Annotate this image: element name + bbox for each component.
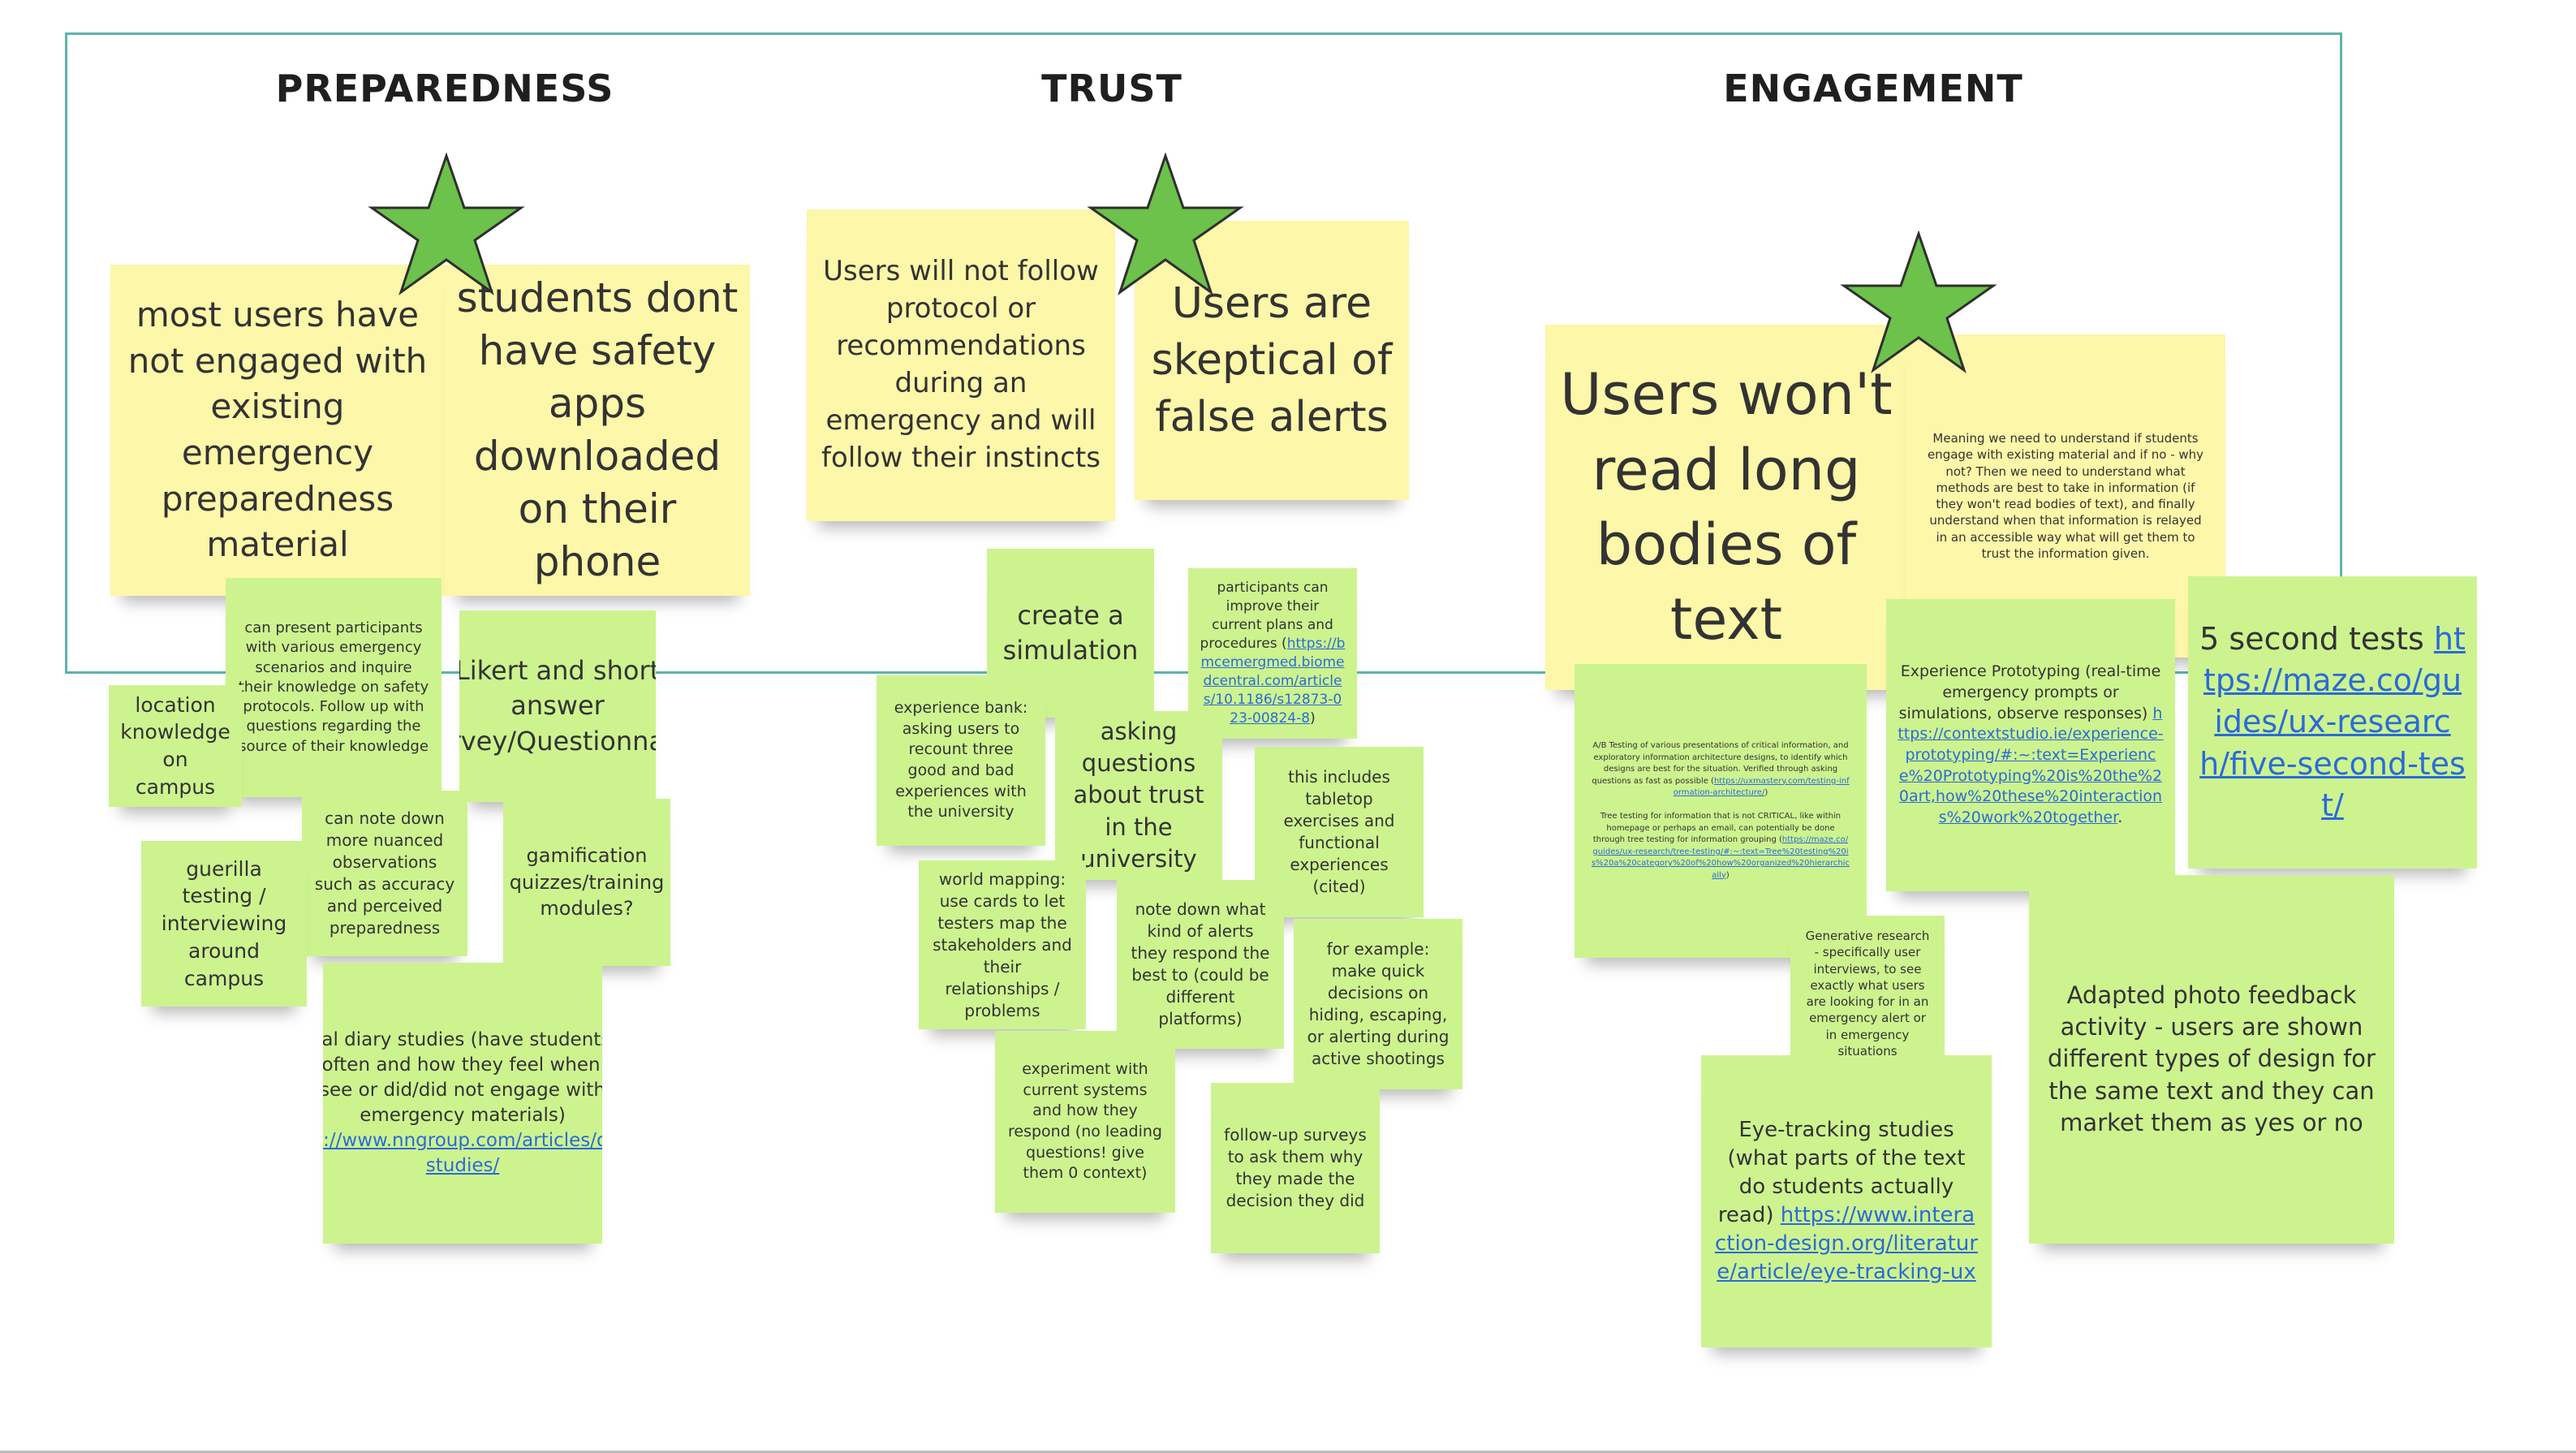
sticky-note-scenarios[interactable]: can present participants with various em…: [226, 578, 442, 797]
sticky-note-generative[interactable]: Generative research - specifically user …: [1790, 916, 1945, 1071]
sticky-note-apps[interactable]: students dont have safety apps downloade…: [445, 265, 750, 596]
ia-testing-link[interactable]: https://uxmastery.com/testing-informatio…: [1673, 776, 1850, 798]
sticky-note-skeptical[interactable]: Users are skeptical of false alerts: [1135, 221, 1409, 500]
heading-trust: TRUST: [1041, 67, 1182, 110]
sticky-note-asking[interactable]: asking questions about trust in the univ…: [1055, 711, 1222, 880]
tree-testing-link[interactable]: https://maze.co/guides/ux-research/tree-…: [1591, 835, 1850, 880]
sticky-note-location[interactable]: location knowledge on campus: [109, 685, 242, 807]
sticky-note-world-mapping[interactable]: world mapping: use cards to let testers …: [919, 860, 1086, 1029]
sticky-note-guerilla[interactable]: guerilla testing / interviewing around c…: [141, 841, 307, 1007]
sticky-note-experience-bank[interactable]: experience bank: asking users to recount…: [877, 675, 1045, 846]
sticky-note-prototyping[interactable]: Experience Prototyping (real-time emerge…: [1886, 599, 2175, 891]
sticky-note-participants[interactable]: participants can improve their current p…: [1188, 568, 1357, 739]
sticky-note-simulation[interactable]: create a simulation: [987, 549, 1154, 718]
sticky-note-followup[interactable]: follow-up surveys to ask them why they m…: [1211, 1083, 1380, 1253]
bmc-article-link[interactable]: https://bmcemergmed.biomedcentral.com/ar…: [1200, 636, 1346, 726]
sticky-note-long-text[interactable]: Users won't read long bodies of text: [1545, 325, 1907, 690]
sticky-note-five-second[interactable]: 5 second tests https://maze.co/guides/ux…: [2188, 576, 2477, 869]
sticky-note-experiment[interactable]: experiment with current systems and how …: [995, 1031, 1175, 1213]
five-second-test-link[interactable]: https://maze.co/guides/ux-research/five-…: [2199, 620, 2466, 823]
sticky-note-likert[interactable]: Likert and short answer Survey/Questionn…: [459, 610, 656, 802]
experience-prototyping-link[interactable]: https://contextstudio.ie/experience-prot…: [1898, 704, 2164, 826]
sticky-note-ab-testing[interactable]: A/B Testing of various presentations of …: [1574, 664, 1867, 958]
heading-preparedness: PREPAREDNESS: [275, 67, 614, 110]
sticky-note-eye-tracking[interactable]: Eye-tracking studies (what parts of the …: [1701, 1055, 1992, 1347]
star-icon: [1840, 231, 1997, 373]
star-icon: [1087, 153, 1244, 295]
canvas-bottom-border: [0, 1451, 2576, 1453]
heading-engagement: ENGAGEMENT: [1723, 67, 2023, 110]
sticky-note-protocol[interactable]: Users will not follow protocol or recomm…: [807, 209, 1115, 521]
sticky-note-tabletop[interactable]: this includes tabletop exercises and fun…: [1255, 747, 1424, 917]
sticky-note-engaged[interactable]: most users have not engaged with existin…: [110, 265, 445, 596]
sticky-note-example[interactable]: for example: make quick decisions on hid…: [1294, 919, 1462, 1089]
diary-studies-link[interactable]: https://www.nngroup.com/articles/diary-s…: [323, 1130, 602, 1177]
sticky-note-nuanced[interactable]: can note down more nuanced observations …: [302, 791, 467, 956]
sticky-note-diary[interactable]: digital diary studies (have students log…: [323, 963, 602, 1244]
sticky-note-gamification[interactable]: gamification quizzes/training modules?: [503, 799, 670, 966]
eye-tracking-link[interactable]: https://www.interaction-design.org/liter…: [1714, 1203, 1979, 1285]
star-icon: [368, 153, 525, 295]
sticky-note-photo-feedback[interactable]: Adapted photo feedback activity - users …: [2029, 875, 2394, 1244]
sticky-note-alerts[interactable]: note down what kind of alerts they respo…: [1117, 880, 1284, 1049]
